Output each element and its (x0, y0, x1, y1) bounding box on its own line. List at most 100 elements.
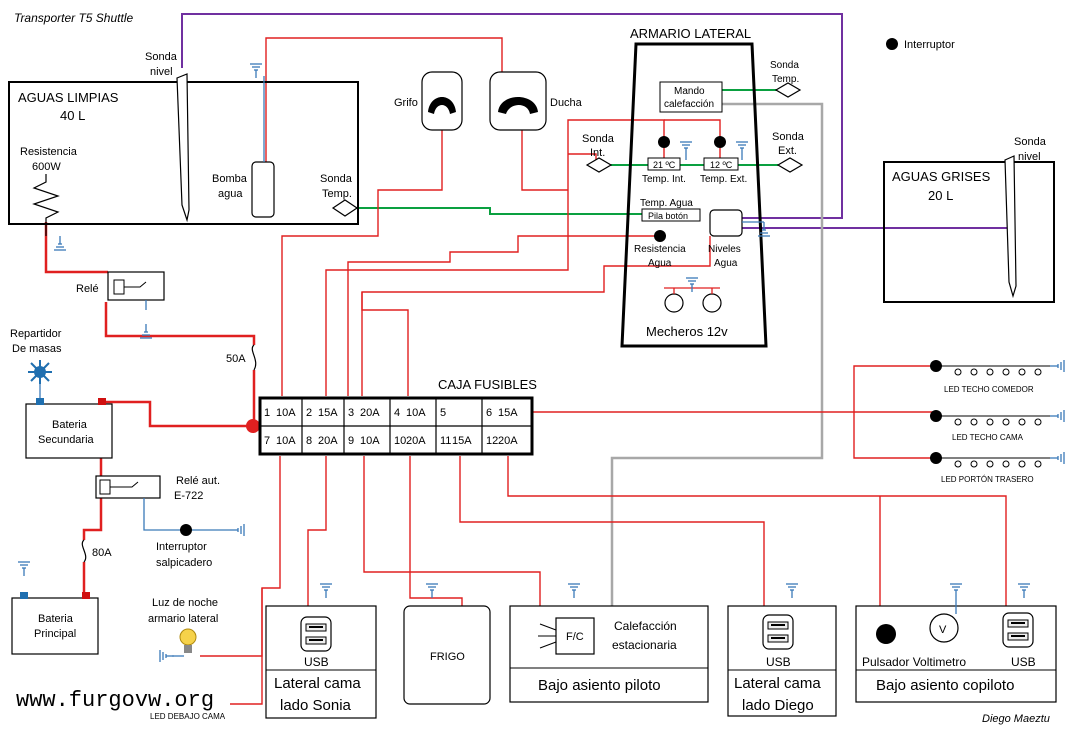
heater-fc-label: F/C (566, 631, 584, 643)
power-junction-node (246, 419, 260, 433)
led-bulb-icon (1002, 460, 1010, 468)
grey-level-probe-icon (1004, 155, 1017, 299)
ducha-label: Ducha (550, 97, 583, 109)
diagram-title: Transporter T5 Shuttle (14, 11, 133, 25)
cab-temp-sensor-label-1: Sonda (770, 60, 799, 71)
bat2-label-1: Bateria (52, 419, 88, 431)
fuse-amperage: 10A (276, 435, 296, 447)
pilot-seat-box: F/C Calefacción estacionaria Bajo asient… (509, 583, 709, 703)
led-strips: LED TECHO COMEDOR LED TECHO CAMA LED POR… (930, 359, 1065, 484)
auto-relay-label-2: E-722 (174, 490, 203, 502)
fuse-amperage: 10A (276, 407, 296, 419)
grifo-label: Grifo (394, 97, 418, 109)
led-switch-icon (930, 360, 942, 372)
grey-level-sensor-label-2: nivel (1018, 151, 1041, 163)
usb-diego-icon (762, 614, 794, 650)
fuse-number: 9 (348, 435, 354, 447)
water-heater-label-2: Agua (648, 258, 672, 269)
temp-int-display: 21 ºC (653, 160, 676, 170)
distributor-label-2: De masas (12, 343, 62, 355)
fuse-number: 6 (486, 407, 492, 419)
fuse-number: 4 (394, 407, 400, 419)
switch-legend-label: Interruptor (904, 39, 955, 51)
author-credit: Diego Maeztu (982, 713, 1050, 725)
water-levels-label-2: Agua (714, 258, 738, 269)
fuse-number: 7 (264, 435, 270, 447)
led-bulb-icon (1018, 368, 1026, 376)
voltmeter-button-label: Pulsador Voltimetro (862, 655, 966, 669)
clean-tank-title: AGUAS LIMPIAS (18, 90, 119, 105)
led-ground-icon (1049, 409, 1065, 423)
temp-ext-label: Temp. Ext. (700, 174, 747, 185)
relay: Relé (76, 271, 165, 339)
copilot-seat-label: Bajo asiento copiloto (876, 677, 1014, 694)
clean-water-tank: AGUAS LIMPIAS 40 L Resistencia 600W Bomb… (8, 51, 359, 251)
fuse-amperage: 10A (360, 435, 380, 447)
button-battery-label: Pila botón (648, 211, 688, 221)
grey-water-tank: AGUAS GRISES 20 L Sonda nivel (883, 136, 1055, 303)
fuse-number: 1 (264, 407, 270, 419)
led-bulb-icon (986, 418, 994, 426)
clean-level-sensor-label-1: Sonda (145, 51, 178, 63)
cab-temp-sensor-icon (774, 82, 802, 98)
usb-copilot-label: USB (1011, 655, 1036, 669)
lighters-label: Mecheros 12v (646, 324, 728, 339)
fuse-amperage: 15A (318, 407, 338, 419)
fuse-amperage: 20A (406, 435, 426, 447)
relay-label: Relé (76, 283, 99, 295)
pilot-seat-label: Bajo asiento piloto (538, 677, 661, 694)
distributor-label-1: Repartidor (10, 328, 62, 340)
fuse-number: 12 (486, 435, 498, 447)
heater-fc-icon (555, 617, 595, 655)
auto-relay-label-1: Relé aut. (176, 475, 220, 487)
fridge-label: FRIGO (430, 651, 465, 663)
stationary-heater-label-1: Calefacción (614, 619, 677, 633)
dashboard-switch-label-2: salpicadero (156, 557, 212, 569)
night-light-label-1: Luz de noche (152, 597, 218, 609)
led-bulb-icon (1034, 460, 1042, 468)
grey-tank-title: AGUAS GRISES (892, 169, 991, 184)
grey-control-wire (610, 102, 824, 622)
bat1-label-2: Principal (34, 628, 76, 640)
usb-diego-box: USB Lateral cama lado Diego (727, 583, 837, 717)
dashboard-switch-label-1: Interruptor (156, 541, 207, 553)
lighter-socket-2-icon (702, 293, 722, 313)
fuse-amperage: 20A (318, 435, 338, 447)
fuse-80a-label: 80A (92, 547, 112, 559)
temp-int-label: Temp. Int. (642, 174, 686, 185)
usb-copilot-icon (1002, 612, 1034, 648)
taps: Grifo Ducha (394, 71, 583, 131)
side-cabinet: ARMARIO LATERAL Mando calefacción Sonda … (582, 26, 805, 348)
clean-tank-capacity: 40 L (60, 108, 85, 123)
fuse-number: 11 (440, 435, 451, 447)
night-light-label-2: armario lateral (148, 613, 218, 625)
led-bulb-icon (954, 460, 962, 468)
fuse-amperage: 15A (498, 407, 518, 419)
grey-level-sensor-label-1: Sonda (1014, 136, 1047, 148)
fuse-number: 10 (394, 435, 406, 447)
led-bulb-icon (986, 460, 994, 468)
fuse-80a: 80A (81, 539, 112, 563)
fuse-50a-label: 50A (226, 353, 246, 365)
switch-legend-dot (886, 38, 898, 50)
temp-ext-switch-icon (714, 136, 726, 148)
led-cama-label: LED TECHO CAMA (952, 433, 1024, 442)
fuse-number: 3 (348, 407, 354, 419)
dashboard-switch-icon (180, 524, 192, 536)
voltmeter-symbol: V (939, 624, 947, 636)
main-battery: Bateria Principal (11, 561, 99, 655)
cab-temp-sensor-label-2: Temp. (772, 74, 799, 85)
ducha-phone-glyph (498, 97, 538, 114)
water-levels-label-1: Niveles (708, 244, 741, 255)
night-light: Luz de noche armario lateral LED DEBAJO … (148, 597, 226, 721)
diego-box-label-1: Lateral cama (734, 675, 821, 692)
sonia-box-label-2: lado Sonia (280, 697, 352, 714)
usb-sonia-icon (300, 616, 332, 652)
fuse-amperage: 15A (452, 435, 472, 447)
water-heater-label-1: Resistencia (634, 244, 686, 255)
sonda-int-label-1: Sonda (582, 133, 615, 145)
heater-resistor-icon (32, 174, 60, 236)
pump-icon (251, 161, 275, 218)
